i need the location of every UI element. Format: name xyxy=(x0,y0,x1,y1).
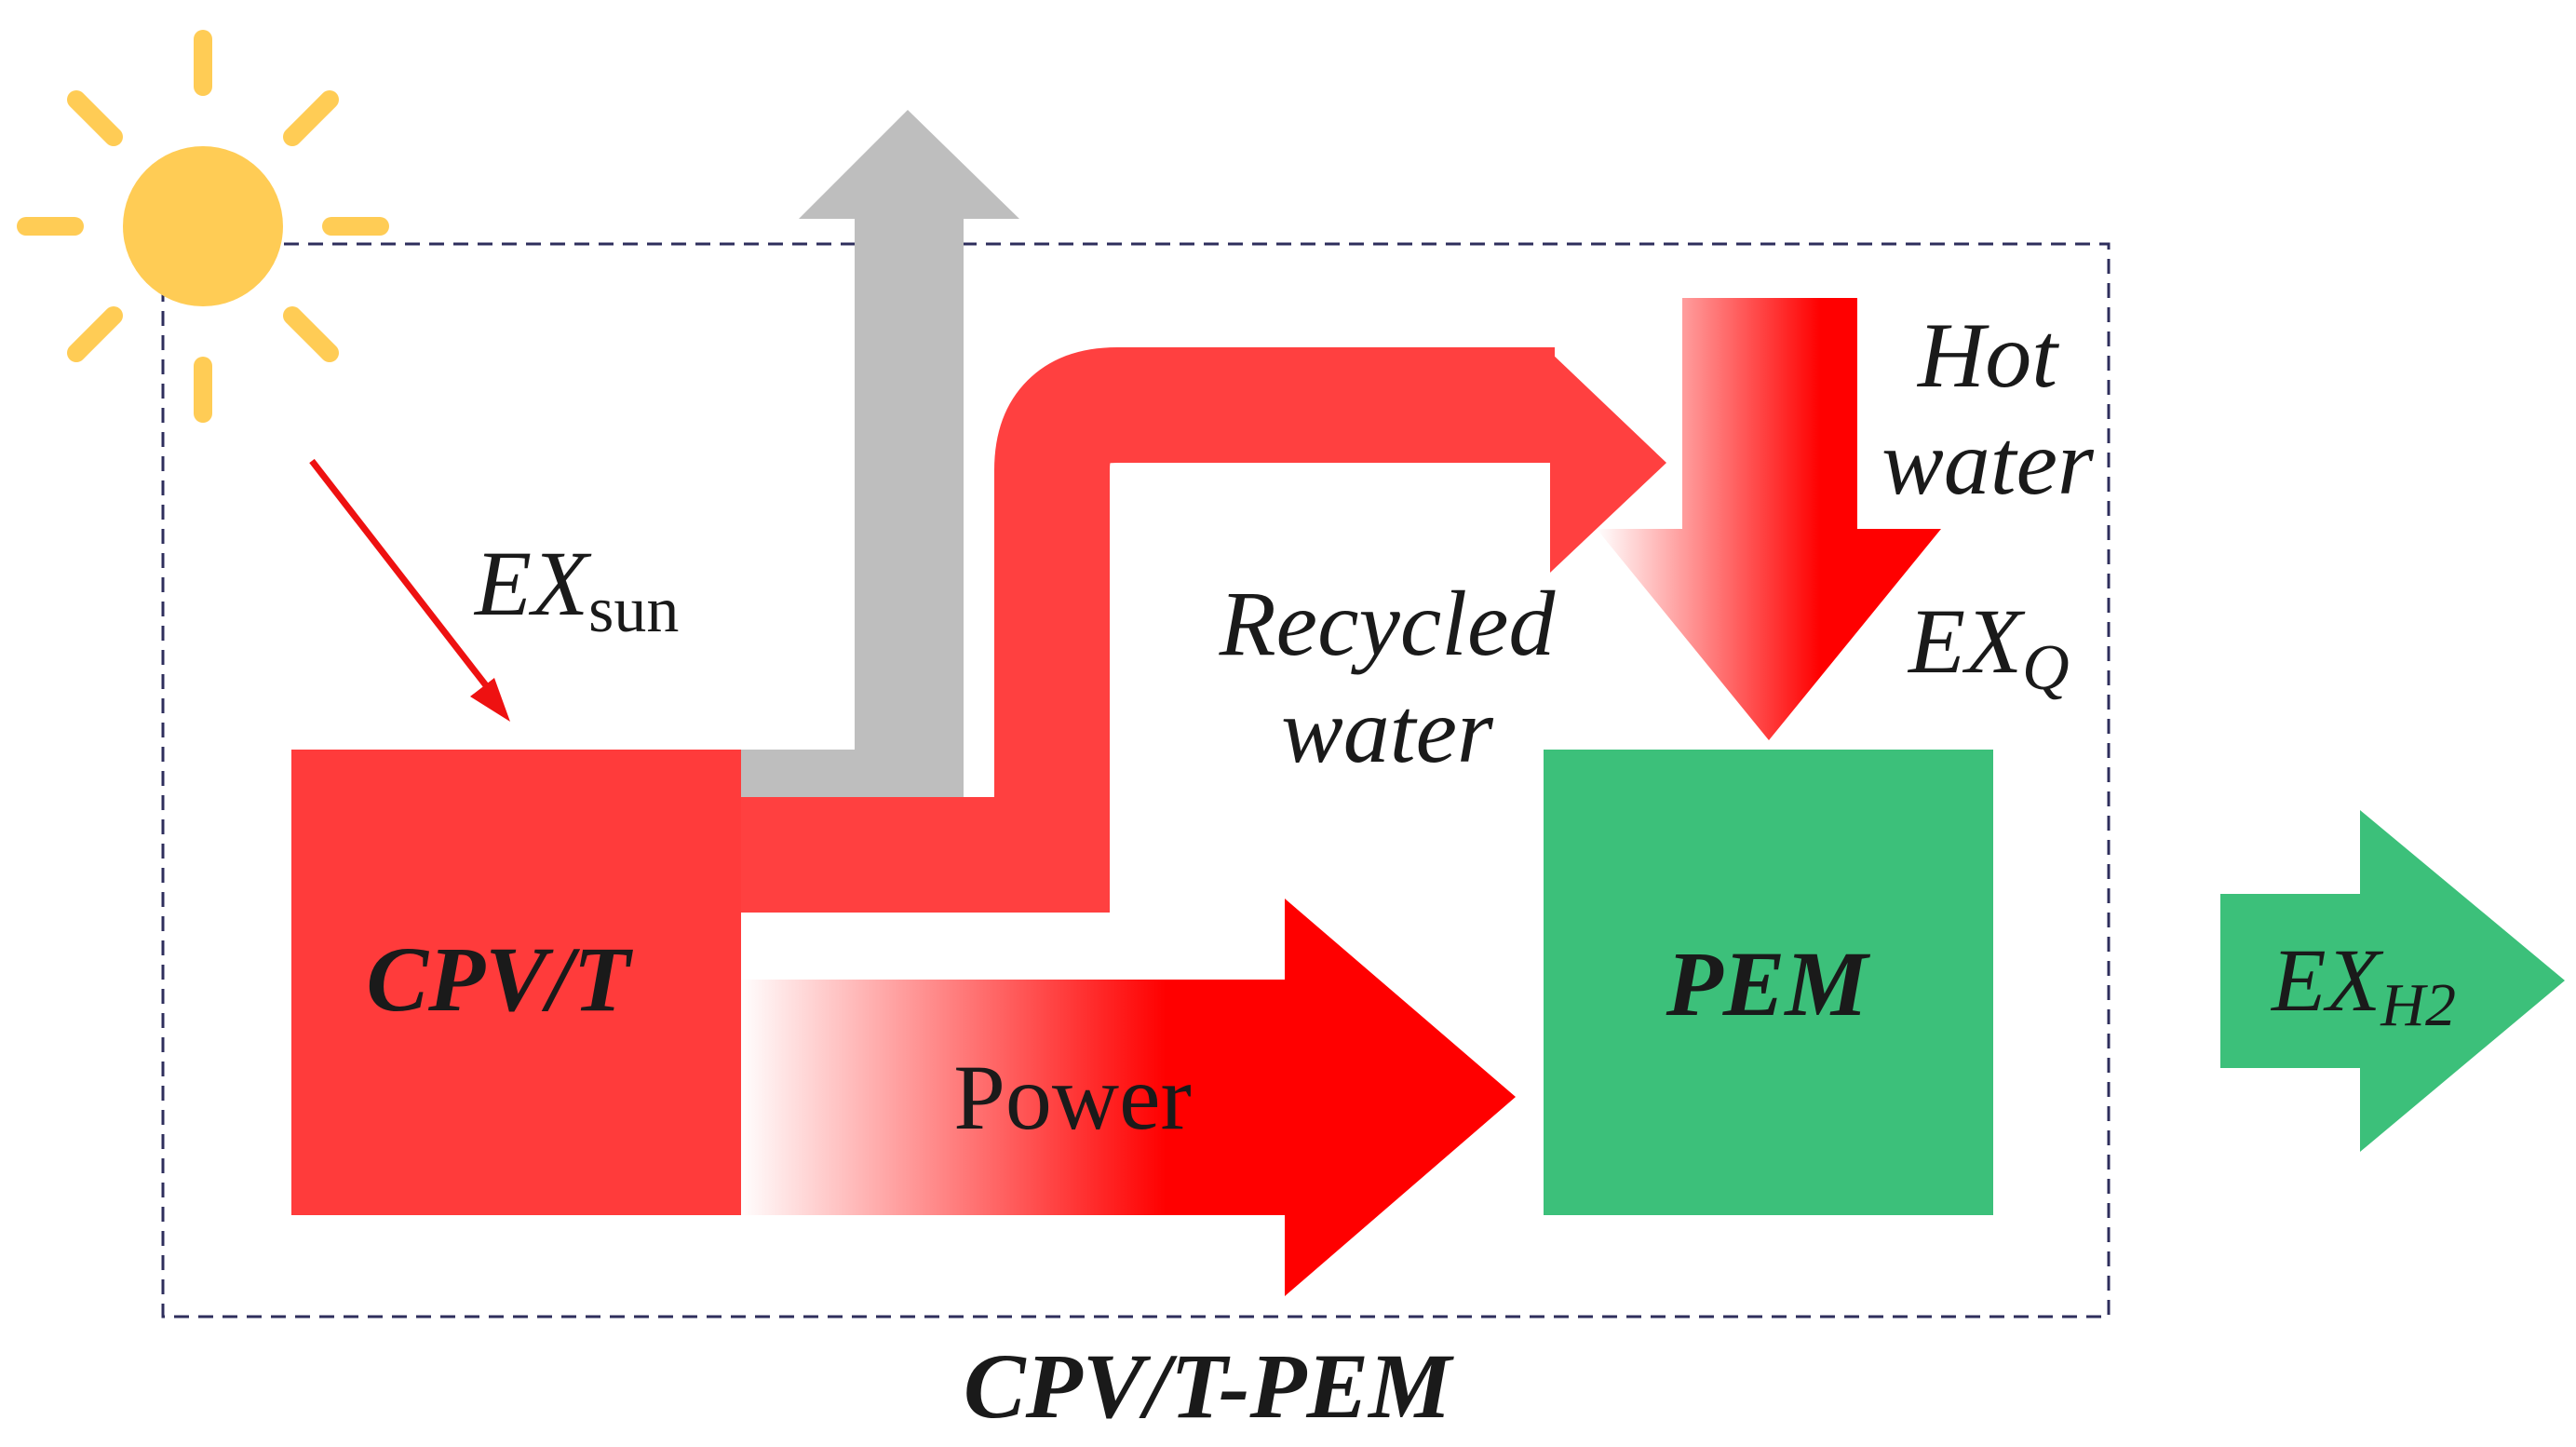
ex-q-label: EXQ xyxy=(1907,589,2070,704)
system-label: CPV/T-PEM xyxy=(964,1334,1454,1438)
system-boundary xyxy=(161,242,2111,1319)
recycled-water-label-line1: Recycled xyxy=(1219,572,1557,675)
solar-input-arrow xyxy=(309,458,510,722)
recycled-water-label-line2: water xyxy=(1281,679,1494,782)
sun-icon xyxy=(17,30,389,423)
hot-water-label-line2: water xyxy=(1881,411,2095,514)
hot-water-label-line1: Hot xyxy=(1916,304,2059,407)
hot-water-arrow xyxy=(1597,298,1941,740)
power-label: Power xyxy=(953,1046,1192,1149)
pem-label: PEM xyxy=(1666,932,1871,1035)
power-arrow xyxy=(738,899,1516,1296)
ex-sun-label: EXsun xyxy=(473,532,679,646)
cpvt-label: CPV/T xyxy=(366,927,633,1031)
exergy-loss-arrow xyxy=(738,110,1019,855)
recycled-water-arrow xyxy=(738,347,1666,913)
pem-block xyxy=(1544,750,1993,1215)
h2-output-arrow xyxy=(2220,810,2565,1152)
ex-h2-label: EXH2 xyxy=(2270,930,2456,1039)
cpvt-block xyxy=(291,750,741,1215)
